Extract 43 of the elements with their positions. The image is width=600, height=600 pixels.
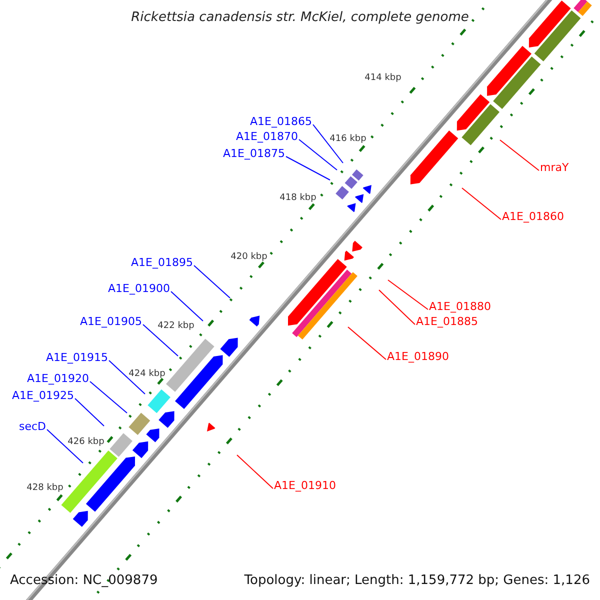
gene-label: A1E_01925: [12, 390, 74, 401]
gene-label: A1E_01910: [274, 480, 336, 491]
gene-label: A1E_01865: [250, 116, 312, 127]
leader-line: [286, 156, 330, 180]
gene-label: A1E_01880: [429, 301, 491, 312]
leader-line: [378, 290, 416, 325]
gene-label: A1E_01875: [223, 148, 285, 159]
scale-label: 424 kbp: [128, 370, 166, 379]
gene-label: A1E_01860: [502, 211, 564, 222]
gene-label: A1E_01900: [108, 283, 170, 294]
leader-line: [236, 454, 274, 489]
scale-label: 426 kbp: [68, 438, 104, 447]
leader-line: [170, 291, 204, 322]
gene-label: A1E_01870: [236, 131, 298, 142]
gene-label: A1E_01905: [80, 316, 142, 327]
leader-line: [108, 360, 146, 394]
leader-line: [312, 124, 344, 164]
leader-line: [500, 140, 540, 171]
scale-label: 420 kbp: [230, 253, 268, 262]
leader-line: [90, 381, 128, 414]
gene-label: mraY: [540, 162, 569, 173]
gene-label: A1E_01920: [27, 373, 89, 384]
leader-line: [348, 326, 386, 360]
leader-line: [462, 188, 502, 220]
scale-label: 418 kbp: [280, 194, 316, 203]
scale-label: 422 kbp: [158, 322, 194, 331]
scale-label: 414 kbp: [364, 74, 402, 83]
scale-label: 428 kbp: [26, 484, 64, 493]
leader-line: [46, 429, 84, 464]
gene-label: A1E_01915: [46, 352, 108, 363]
accession-text: Accession: NC_009879: [10, 574, 158, 587]
gene-label: A1E_01895: [131, 257, 193, 268]
genome-summary-text: Topology: linear; Length: 1,159,772 bp; Genes: 1,126: [244, 574, 590, 587]
scale-label: 416 kbp: [330, 135, 366, 144]
leader-line: [142, 324, 178, 356]
leader-line: [298, 139, 338, 170]
leader-line: [74, 398, 104, 426]
gene-label: A1E_01890: [387, 351, 449, 362]
gene-label: secD: [18, 421, 46, 432]
leader-line: [388, 280, 428, 310]
leader-line: [194, 265, 230, 298]
map-title: Rickettsia canadensis str. McKiel, complete genome: [131, 11, 469, 24]
gene-label: A1E_01885: [416, 316, 478, 327]
